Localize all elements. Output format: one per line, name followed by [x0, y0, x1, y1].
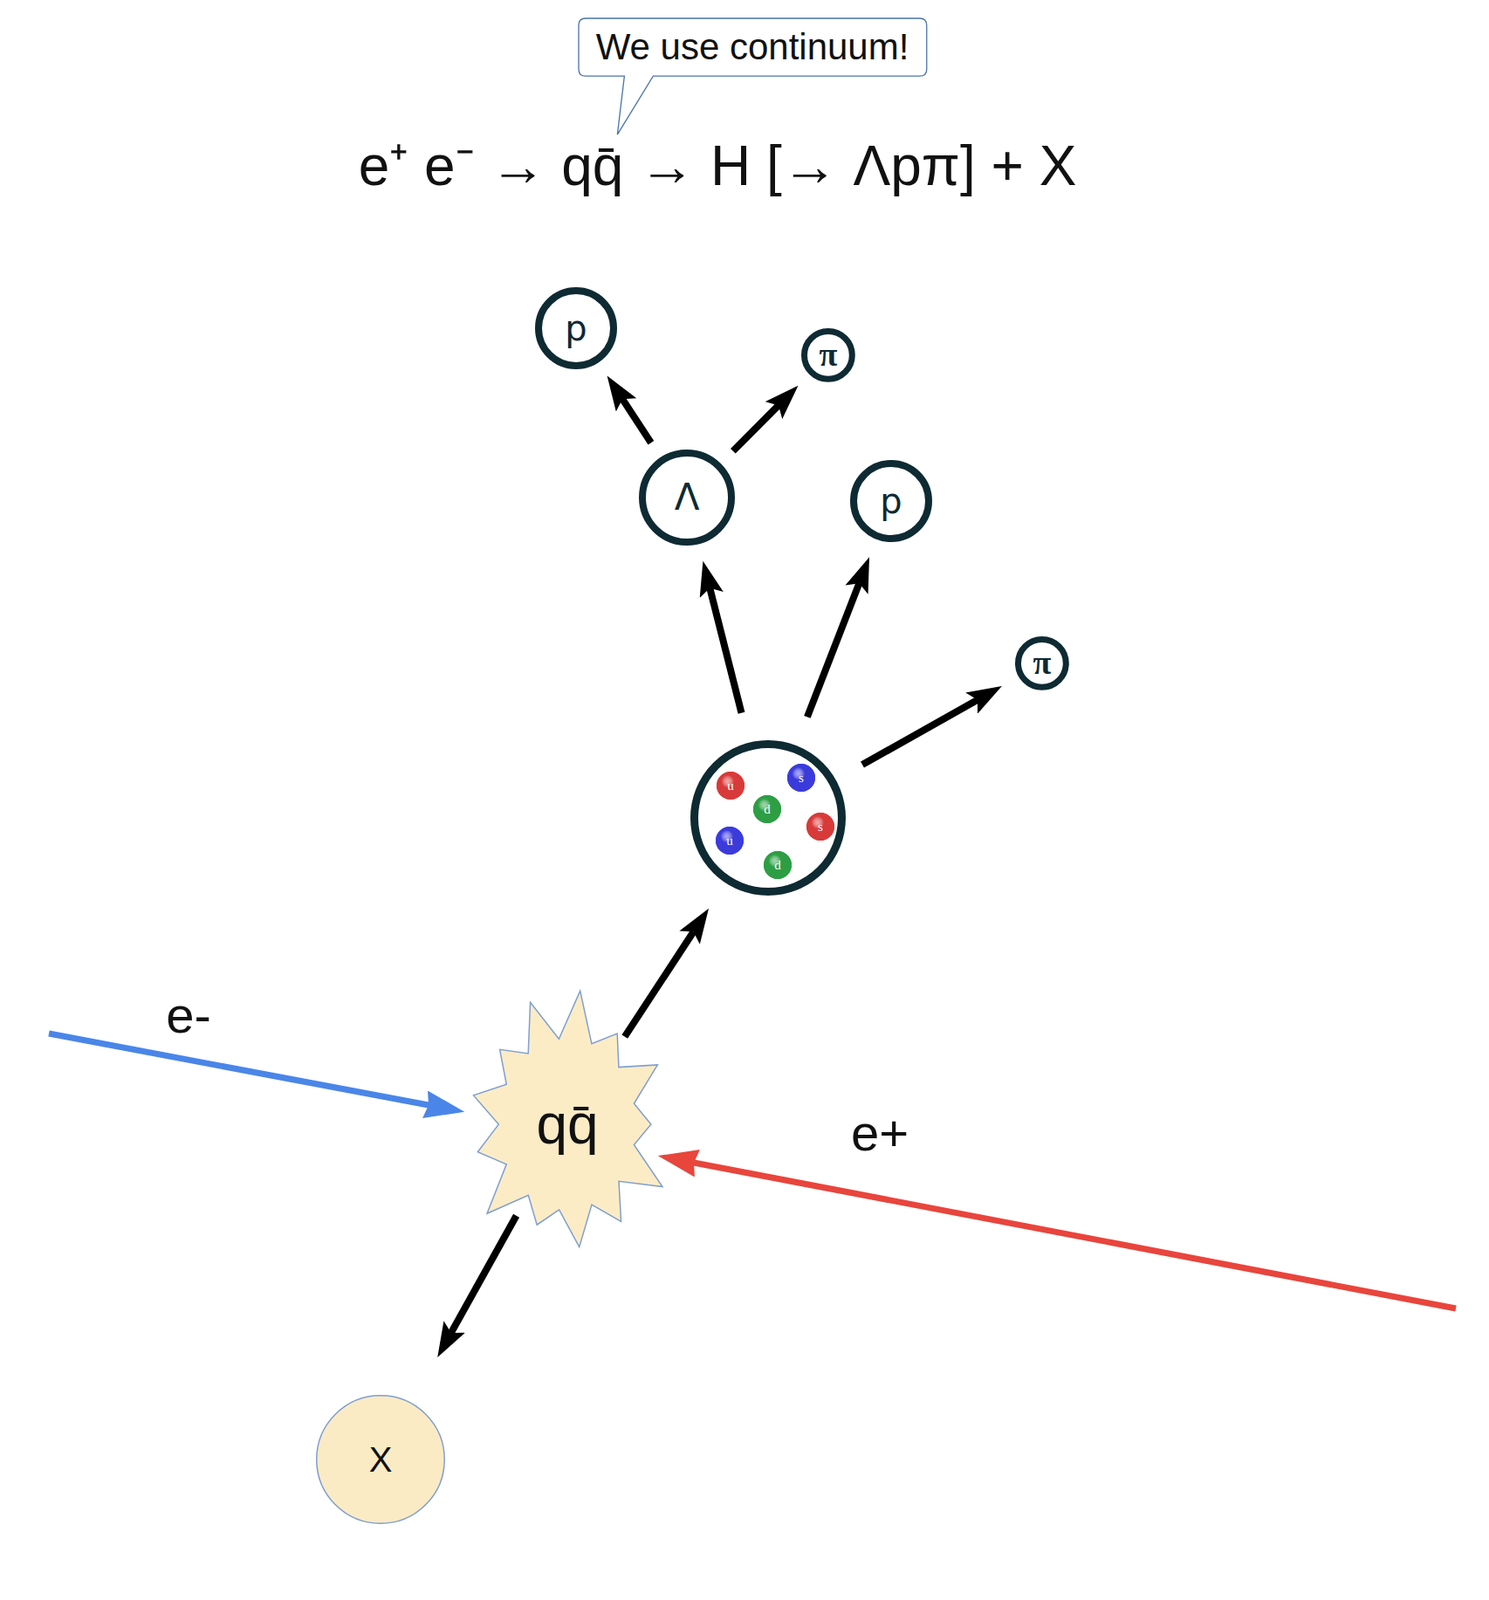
- node-text: s: [798, 770, 804, 786]
- decay-arrow: [624, 931, 694, 1037]
- node-text: u: [726, 833, 734, 849]
- hadron-circle: u s d u s d: [690, 740, 846, 896]
- positron-beam: [693, 1162, 1456, 1309]
- quark-ball: s: [806, 812, 835, 841]
- proton-circle: p: [535, 287, 618, 370]
- quark-ball: u: [716, 771, 745, 800]
- speech-bubble: We use continuum!: [578, 18, 927, 76]
- node-text: p: [564, 308, 587, 348]
- quark-ball: d: [763, 850, 792, 879]
- node-text: X: [369, 1440, 393, 1479]
- beam-label: e+: [850, 1104, 909, 1161]
- decay-arrow: [451, 1215, 517, 1333]
- node-text: d: [763, 802, 771, 817]
- quark-ball: d: [753, 795, 782, 824]
- pion-circle: π: [801, 328, 856, 383]
- node-text: π: [1033, 645, 1052, 682]
- quark-ball: u: [715, 826, 744, 855]
- x-circle: X: [315, 1394, 446, 1524]
- node-text: qq̄: [535, 1093, 598, 1155]
- beam-label: e-: [165, 987, 212, 1043]
- node-text: p: [879, 481, 902, 521]
- lambda-circle: Λ: [638, 449, 735, 546]
- collision-star: qq̄: [458, 988, 677, 1261]
- quark-ball: s: [787, 763, 816, 792]
- reaction-formula: e⁺ e⁻ → qq̄ → H [→ Λpπ] + X: [358, 135, 1078, 197]
- node-text: s: [817, 819, 824, 835]
- decay-arrow: [622, 398, 652, 443]
- node-text: d: [774, 857, 782, 873]
- electron-beam: [48, 1033, 429, 1105]
- node-text: π: [819, 336, 838, 374]
- node-text: u: [727, 778, 735, 794]
- proton-circle: p: [850, 459, 933, 543]
- decay-arrow: [733, 404, 779, 451]
- node-text: Λ: [674, 477, 700, 518]
- node-text: We use continuum!: [596, 27, 910, 68]
- decay-arrow: [862, 699, 978, 765]
- pion-circle: π: [1015, 636, 1070, 691]
- decay-arrow: [807, 583, 860, 717]
- decay-arrow: [709, 588, 742, 714]
